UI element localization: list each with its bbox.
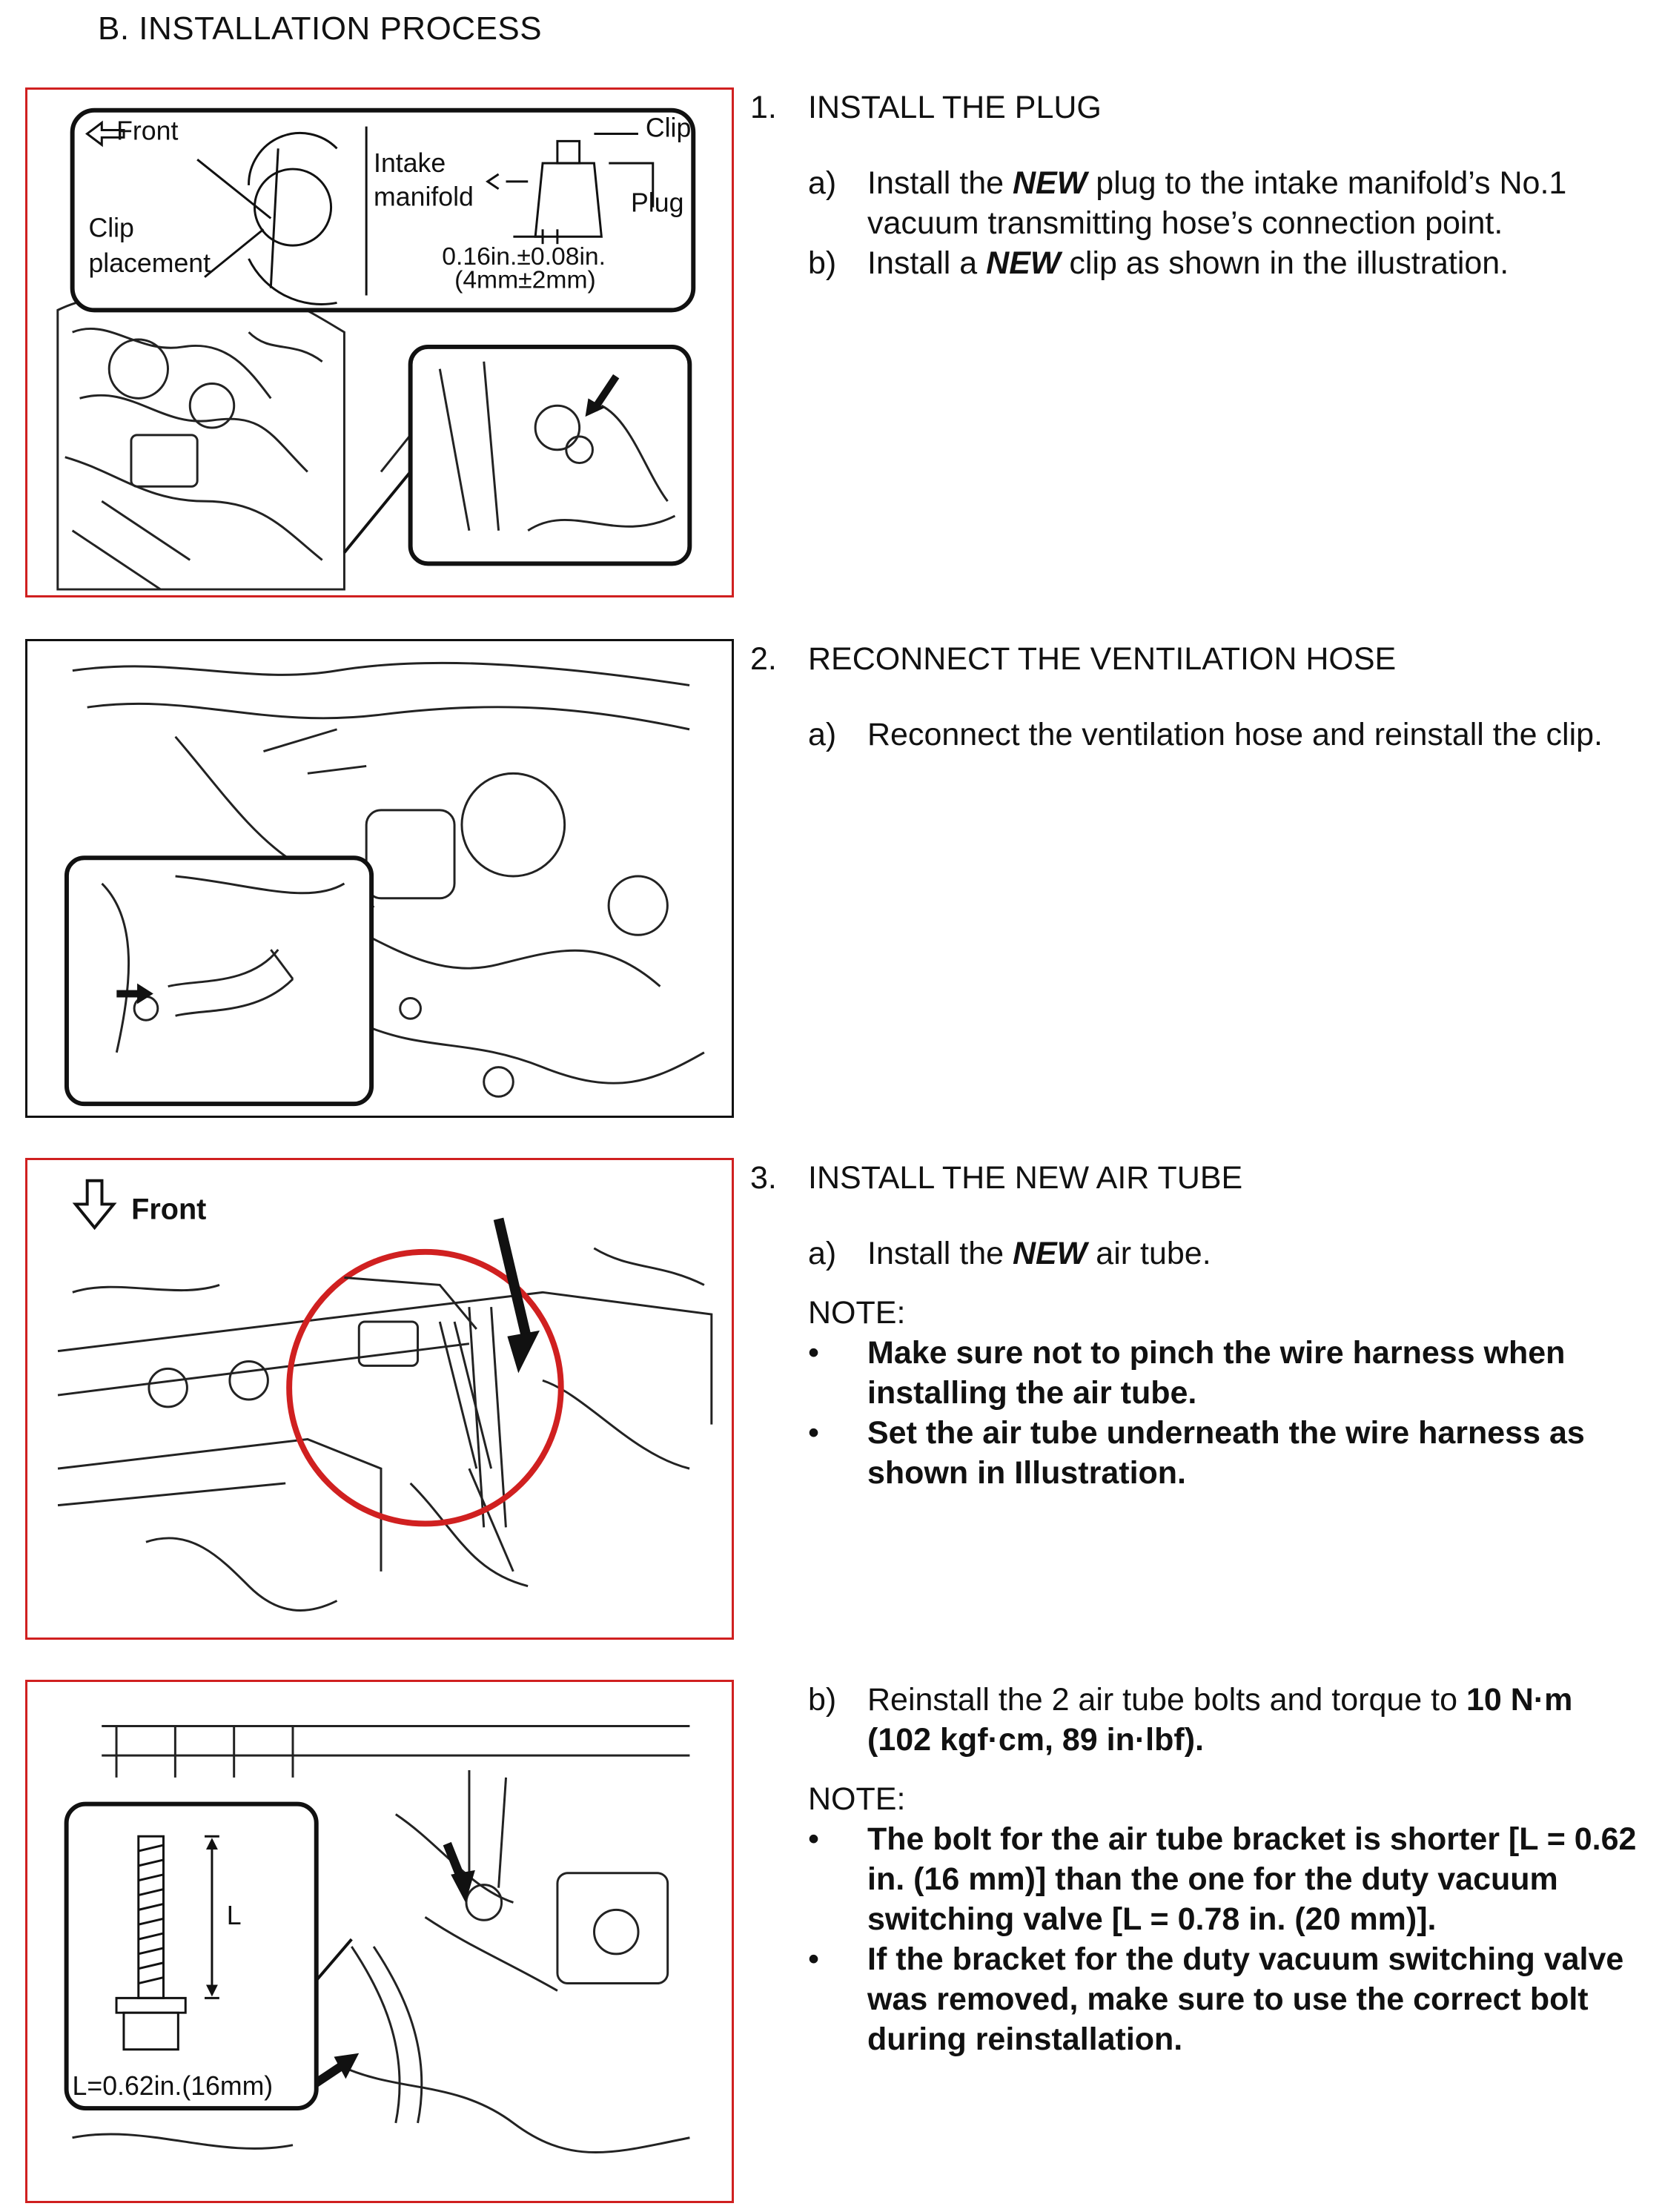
note-item: • Set the air tube underneath the wire h… [808, 1415, 1585, 1491]
engine-illustration-2 [64, 661, 705, 1107]
step-3-sub-a: a) Install the NEW air tube. [808, 1236, 1211, 1271]
step-title: INSTALL THE NEW AIR TUBE [808, 1160, 1243, 1196]
step-2-sub-a: a) Reconnect the ventilation hose and re… [808, 717, 1603, 752]
step-title: INSTALL THE PLUG [808, 90, 1102, 125]
step-3b: b) Reinstall the 2 air tube bolts and to… [750, 1680, 1655, 2059]
arrow-icon [493, 1217, 533, 1345]
step-1-sub-a: a) Install the NEW plug to the intake ma… [808, 165, 1567, 241]
dimension-label-2: (4mm±2mm) [454, 266, 596, 294]
bolt-length-label: L=0.62in.(16mm) [73, 2071, 274, 2101]
front-label: Front [131, 1193, 206, 1225]
step-3: 3. INSTALL THE NEW AIR TUBE a) Install t… [750, 1158, 1655, 1493]
note-title: NOTE: [808, 1295, 906, 1331]
engine-illustration-4: L L=0.62in.(16mm) [64, 1725, 690, 2153]
clip-placement-label-2: placement [88, 248, 211, 278]
step-title: RECONNECT THE VENTILATION HOSE [808, 641, 1397, 677]
step-1: 1. INSTALL THE PLUG a) Install the NEW p… [750, 87, 1655, 283]
clip-placement-label: Clip [88, 213, 133, 242]
plug-label: Plug [631, 188, 683, 218]
step-number: 1. [750, 90, 777, 125]
note-item: • Make sure not to pinch the wire harnes… [808, 1335, 1566, 1411]
front-arrow-icon [72, 1179, 117, 1231]
figure-ventilation-hose [25, 639, 734, 1118]
step-number: 3. [750, 1160, 777, 1196]
intake-label: Intake [374, 148, 446, 178]
section-title: B. INSTALLATION PROCESS [98, 10, 543, 47]
note-item: • The bolt for the air tube bracket is s… [808, 1821, 1637, 1937]
step-1-sub-b: b) Install a NEW clip as shown in the il… [808, 245, 1509, 281]
intake-label-2: manifold [374, 182, 474, 212]
front-label: Front [116, 116, 178, 145]
arrow-icon [591, 374, 620, 411]
length-label: L [227, 1901, 242, 1930]
step-2: 2. RECONNECT THE VENTILATION HOSE a) Rec… [750, 639, 1655, 755]
engine-illustration-1: Front Clip placement Intake manifold Cli… [56, 107, 696, 591]
step-3-sub-b: b) Reinstall the 2 air tube bolts and to… [808, 1682, 1573, 1758]
step-number: 2. [750, 641, 777, 677]
dimension-label: 0.16in.±0.08in. [442, 242, 606, 271]
figure-air-tube: Front [25, 1158, 734, 1640]
engine-illustration-3: Front [57, 1179, 713, 1612]
note-title: NOTE: [808, 1781, 906, 1817]
note-item: • If the bracket for the duty vacuum swi… [808, 1941, 1624, 2057]
figure-install-plug: Front Clip placement Intake manifold Cli… [25, 87, 734, 597]
figure-air-tube-bolts: L L=0.62in.(16mm) [25, 1680, 734, 2203]
clip-label: Clip [646, 113, 691, 142]
